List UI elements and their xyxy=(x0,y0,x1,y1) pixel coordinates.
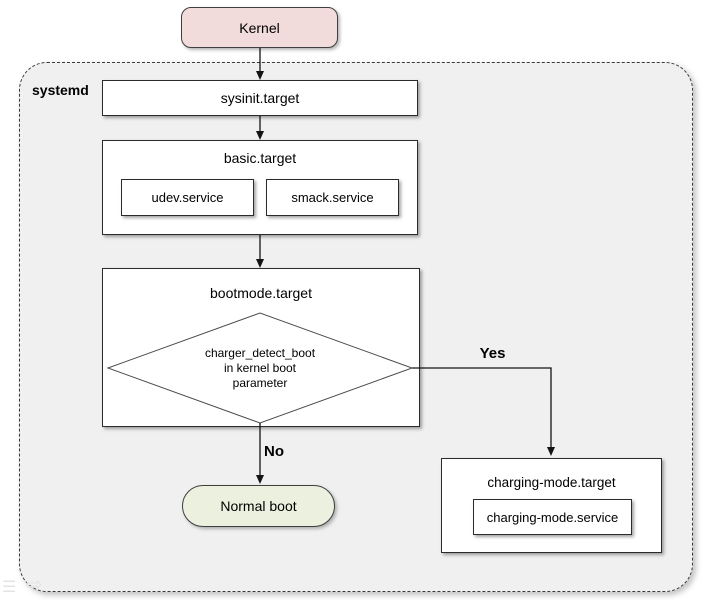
node-kernel: Kernel xyxy=(181,7,338,48)
node-charging-mode-target: charging-mode.target charging-mode.servi… xyxy=(441,458,662,553)
node-basic-label: basic.target xyxy=(223,150,297,166)
node-sysinit-label: sysinit.target xyxy=(220,90,300,106)
arrow-right-icon: ⇨ xyxy=(26,574,43,596)
node-normal-boot-label: Normal boot xyxy=(220,498,297,514)
node-basic-target: basic.target udev.service smack.service xyxy=(102,140,418,235)
node-kernel-label: Kernel xyxy=(239,19,280,36)
node-udev-service: udev.service xyxy=(121,179,254,216)
edge-label-yes: Yes xyxy=(479,345,506,362)
node-normal-boot: Normal boot xyxy=(182,485,335,527)
node-smack-service: smack.service xyxy=(266,179,399,216)
node-charging-mode-label: charging-mode.target xyxy=(487,475,616,490)
hamburger-menu-icon: ☰ xyxy=(2,579,17,596)
node-charging-mode-service: charging-mode.service xyxy=(473,499,632,535)
decision-charger-detect-text: charger_detect_boot in kernel boot param… xyxy=(204,346,316,390)
edge-label-no: No xyxy=(264,443,284,460)
node-charging-mode-service-label: charging-mode.service xyxy=(486,509,619,525)
systemd-group-label: systemd xyxy=(32,82,89,98)
node-smack-service-label: smack.service xyxy=(291,190,374,205)
node-sysinit-target: sysinit.target xyxy=(102,80,418,116)
node-udev-service-label: udev.service xyxy=(151,190,224,205)
node-bootmode-label: bootmode.target xyxy=(210,285,312,301)
